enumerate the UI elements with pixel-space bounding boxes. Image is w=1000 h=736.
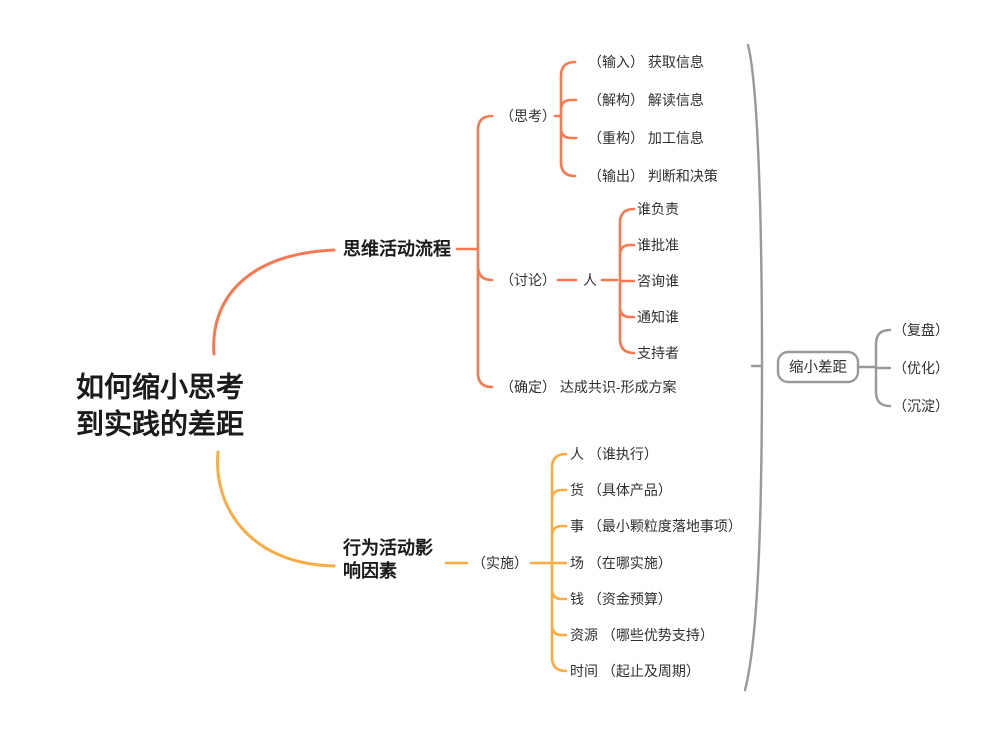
node-person[interactable]: 人 [583, 272, 597, 288]
node-summary-child-settle[interactable]: （沉淀） [893, 398, 949, 414]
node-summary-child-optimize[interactable]: （优化） [893, 360, 949, 376]
summary-connectors [743, 43, 892, 692]
node-action-label-line1[interactable]: 行为活动影 [342, 537, 433, 558]
heading-texts: 如何缩小思考 到实践的差距 思维活动流程 行为活动影 响因素 [76, 238, 451, 581]
node-think-child-output[interactable]: （输出） 判断和决策 [588, 168, 718, 184]
connector-implement-children [550, 452, 568, 673]
node-impl-child-money[interactable]: 钱 （资金预算） [570, 591, 672, 607]
connector-root-to-thought [212, 248, 336, 356]
node-impl-child-resources[interactable]: 资源 （哪些优势支持） [570, 627, 714, 643]
node-person-child-responsible[interactable]: 谁负责 [637, 201, 679, 217]
node-think-child-reconstruct[interactable]: （重构） 加工信息 [588, 130, 704, 146]
connector-person-children [600, 207, 636, 355]
node-person-child-consult[interactable]: 咨询谁 [637, 273, 679, 289]
node-impl-child-goods[interactable]: 货 （具体产品） [570, 482, 672, 498]
node-think-child-input[interactable]: （输入） 获取信息 [588, 54, 704, 70]
node-implement[interactable]: （实施） [472, 555, 528, 571]
node-person-child-approver[interactable]: 谁批准 [637, 237, 679, 253]
connector-root-to-action [216, 450, 336, 568]
node-person-child-notify[interactable]: 通知谁 [637, 309, 679, 325]
node-think-child-deconstruct[interactable]: （解构） 解读信息 [588, 92, 704, 108]
node-impl-child-tasks[interactable]: 事 （最小颗粒度落地事项） [570, 518, 742, 534]
node-summary[interactable]: 缩小差距 [789, 359, 847, 376]
root-topic-line2[interactable]: 到实践的差距 [76, 408, 244, 440]
node-confirm[interactable]: （确定） 达成共识-形成方案 [500, 379, 677, 395]
connector-thought-spine [455, 114, 494, 389]
connector-summary-children [874, 328, 892, 408]
node-discuss[interactable]: （讨论） [500, 272, 556, 288]
node-summary-child-review[interactable]: （复盘） [893, 322, 949, 338]
node-action-label-line2[interactable]: 响因素 [343, 560, 397, 581]
connector-think-children [553, 60, 578, 178]
root-topic-line1[interactable]: 如何缩小思考 [76, 371, 244, 403]
node-impl-child-people[interactable]: 人 （谁执行） [570, 446, 658, 462]
thought-branch-connectors [212, 60, 636, 389]
node-person-child-supporter[interactable]: 支持者 [637, 345, 679, 361]
action-branch-connectors [216, 450, 568, 673]
node-texts: （思考） （讨论） （确定） 达成共识-形成方案 （输入） 获取信息 （解构） … [472, 54, 949, 679]
node-think[interactable]: （思考） [500, 108, 556, 124]
summary-topic-box[interactable] [776, 350, 860, 384]
node-impl-child-time[interactable]: 时间 （起止及周期） [570, 663, 700, 679]
node-impl-child-place[interactable]: 场 （在哪实施） [570, 555, 672, 571]
node-thought-label[interactable]: 思维活动流程 [343, 238, 451, 259]
summary-brace [743, 43, 764, 692]
